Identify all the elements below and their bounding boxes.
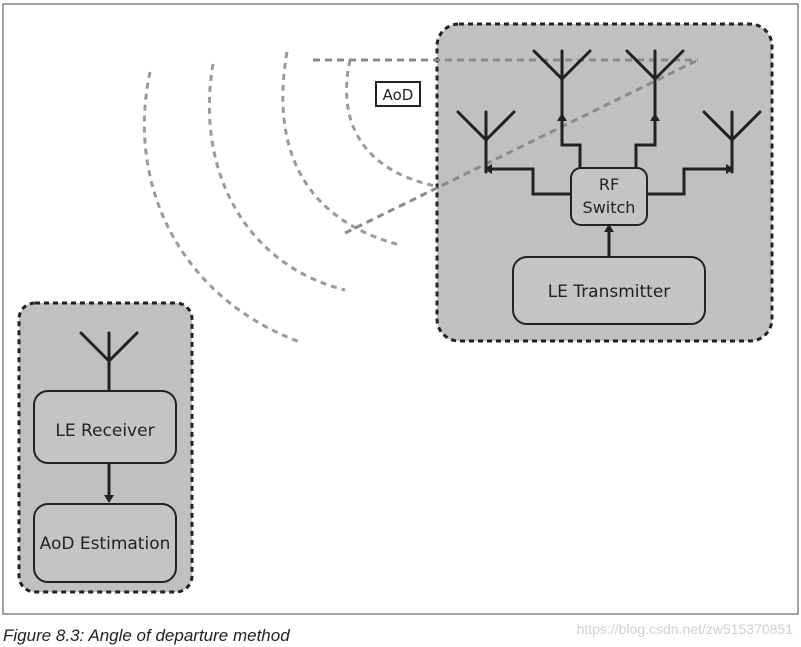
aod-label: AoD — [383, 86, 414, 104]
switch-connections — [490, 120, 728, 258]
wavefront-1 — [142, 71, 301, 344]
antenna-2-icon — [532, 49, 592, 120]
le-transmitter-label: LE Transmitter — [548, 282, 671, 302]
wavefront-4 — [345, 59, 446, 190]
le-receiver-box — [33, 390, 177, 464]
antenna-4-icon — [702, 110, 762, 174]
connection-antenna-3 — [634, 120, 657, 168]
rf-switch-label-line1: RF — [599, 175, 619, 194]
receiver-antenna-icon — [79, 331, 139, 393]
rf-switch-label-line2: Switch — [583, 198, 636, 217]
rf-switch-box — [570, 167, 648, 226]
transmitter-antennas — [456, 49, 762, 174]
arrow-up-icon — [557, 113, 567, 121]
aod-estimation-label: AoD Estimation — [40, 534, 171, 554]
figure-caption: Figure 8.3: Angle of departure method — [3, 626, 290, 645]
aod-estimation-box — [33, 503, 177, 583]
arrow-right-icon — [726, 164, 734, 174]
arrow-up-icon — [650, 113, 660, 121]
arrow-up-icon — [604, 224, 614, 232]
antenna-1-icon — [456, 110, 516, 174]
le-receiver-label: LE Receiver — [55, 421, 154, 441]
wavefront-3 — [281, 51, 401, 247]
watermark: https://blog.csdn.net/zw515370851 — [576, 621, 793, 637]
connection-antenna-1 — [490, 167, 572, 196]
connection-arrowheads — [484, 113, 734, 232]
aod-angle-lines — [313, 58, 699, 235]
arrow-down-icon — [104, 495, 114, 503]
aod-departure-line — [344, 58, 699, 235]
aod-label-box — [375, 81, 421, 107]
connection-antenna-4 — [646, 167, 728, 196]
le-transmitter-box — [512, 256, 706, 325]
arrow-left-icon — [484, 164, 492, 174]
antenna-3-icon — [625, 49, 685, 120]
wavefront-2 — [207, 63, 346, 292]
wavefronts — [142, 51, 446, 344]
connection-antenna-2 — [560, 120, 582, 168]
